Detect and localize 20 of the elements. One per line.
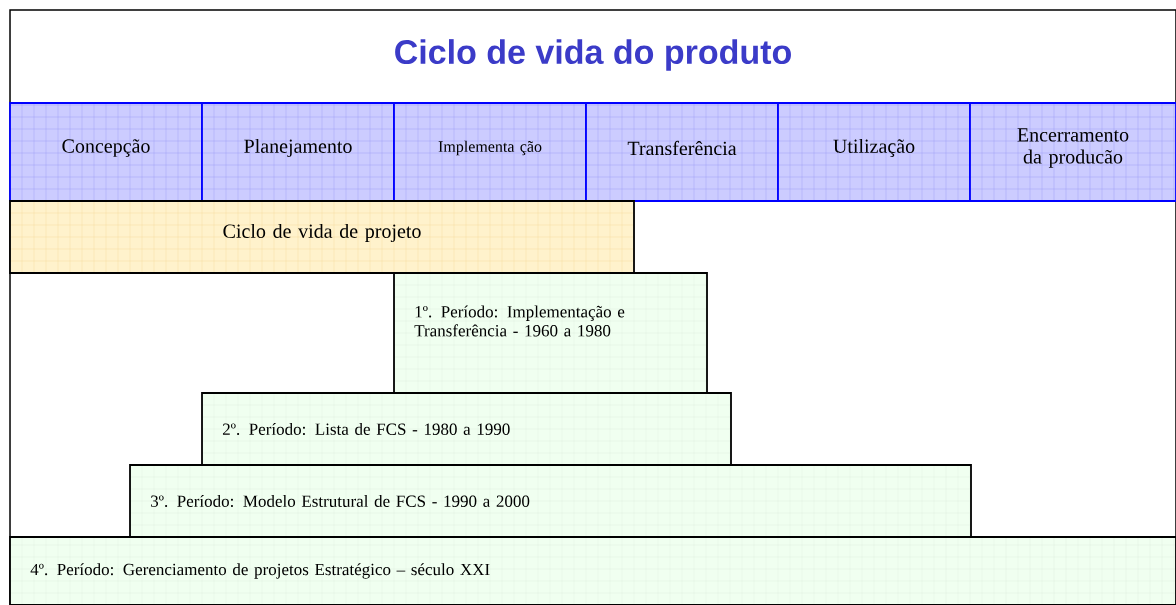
node-label: 2º. Período: Lista de FCS - 1980 a 1990 bbox=[222, 422, 510, 436]
node-label: Utilização bbox=[833, 138, 915, 158]
phase-cell: Planejamento bbox=[201, 102, 395, 202]
node-label: 3º. Período: Modelo Estrutural de FCS - 1990 a 2000 bbox=[151, 494, 530, 508]
period-box: 1º. Período: Implementação e Transferência - 1960 a 1980 bbox=[393, 272, 708, 394]
title: Ciclo de vida do produto bbox=[395, 39, 791, 71]
phase-cell: Transferência bbox=[585, 102, 779, 202]
node-label: 1º. Período: Implementação e Transferência - 1960 a 1980 bbox=[414, 305, 625, 337]
phase-cell: Utilização bbox=[777, 102, 971, 202]
phase-cell: Encerramento da producão bbox=[969, 102, 1176, 202]
phase-cell: Concepção bbox=[9, 102, 203, 202]
node-label: Transferência bbox=[627, 140, 737, 156]
period-box: 4º. Período: Gerenciamento de projetos Estratégico – século XXI bbox=[9, 536, 1176, 605]
project-bar: Ciclo de vida de projeto bbox=[9, 200, 635, 274]
phase-cell: Implementa ção bbox=[393, 102, 587, 202]
node-label: Implementa ção bbox=[438, 140, 542, 156]
period-box: 2º. Período: Lista de FCS - 1980 a 1990 bbox=[201, 392, 732, 466]
node-label: Planejamento bbox=[244, 138, 352, 158]
period-box: 3º. Período: Modelo Estrutural de FCS - 1990 a 2000 bbox=[129, 464, 972, 538]
node-label: Concepção bbox=[62, 139, 150, 157]
